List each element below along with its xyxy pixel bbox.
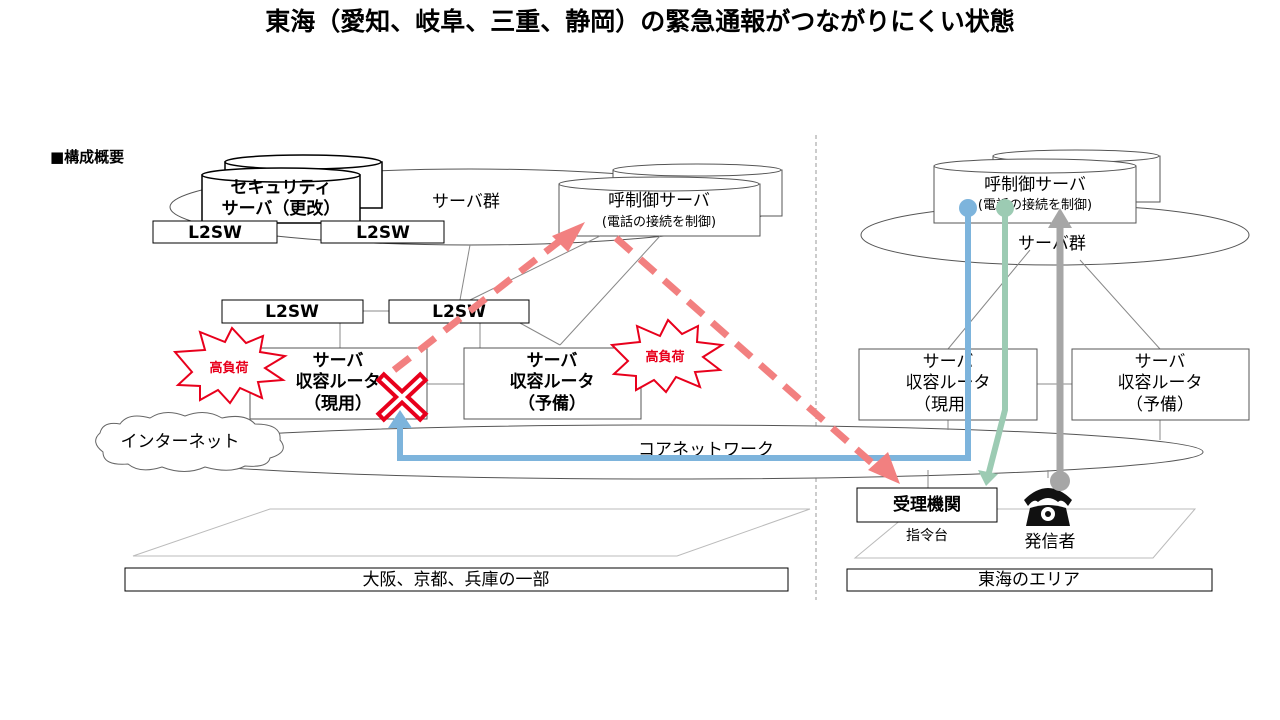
tokai-router-standby-label-2: 収容ルータ — [1118, 373, 1203, 393]
osaka-call-control-label-2: (電話の接続を制御) — [602, 214, 716, 230]
osaka-floor — [132, 508, 811, 557]
green-signal-path — [978, 199, 1014, 486]
tokai-router-active-label-2: 収容ルータ — [906, 373, 991, 393]
high-load-burst-right — [609, 318, 725, 394]
osaka-router-standby-label-2: 収容ルータ — [510, 371, 595, 392]
osaka-router-active-label-2: 収容ルータ — [296, 371, 381, 392]
l2sw-mid-left-label: L2SW — [265, 302, 319, 322]
osaka-call-control-server — [558, 163, 783, 237]
tokai-router-standby-label-3: （予備） — [1126, 395, 1194, 415]
tokai-region-box — [846, 568, 1213, 592]
internet-label: インターネット — [121, 432, 240, 452]
l2sw-top-left-box — [152, 220, 278, 244]
l2sw-mid-left-box — [221, 299, 364, 324]
osaka-server-group-label: サーバ群 — [432, 192, 500, 212]
tokai-call-control-server — [933, 149, 1161, 224]
tokai-region-label: 東海のエリア — [978, 570, 1080, 590]
failure-x-icon — [375, 371, 429, 423]
high-load-label-left: 高負荷 — [209, 360, 248, 376]
osaka-router-standby-label-1: サーバ — [527, 351, 578, 371]
page-title: 東海（愛知、岐阜、三重、静岡）の緊急通報がつながりにくい状態 — [265, 7, 1015, 36]
tokai-router-standby-box — [1071, 348, 1250, 421]
gray-signal-path — [1048, 208, 1072, 491]
osaka-region-label: 大阪、京都、兵庫の一部 — [363, 570, 550, 590]
tokai-floor — [853, 508, 1197, 559]
security-server-label-2: サーバ（更改） — [222, 198, 341, 219]
osaka-call-control-label-1: 呼制御サーバ — [608, 191, 710, 211]
l2sw-top-right-label: L2SW — [356, 223, 410, 243]
tokai-router-active-label-1: サーバ — [923, 352, 974, 372]
caller-label: 発信者 — [1025, 532, 1076, 552]
security-server-label-1: セキュリティ — [231, 178, 332, 198]
security-server — [201, 154, 383, 224]
tokai-links — [927, 249, 1161, 488]
dispatch-desk-label: 指令台 — [906, 528, 948, 544]
tokai-router-active-label-3: （現用） — [914, 395, 982, 415]
high-load-burst-left — [172, 326, 288, 405]
telephone-icon — [1024, 488, 1072, 526]
osaka-router-standby-box — [463, 347, 642, 420]
l2sw-top-left-label: L2SW — [188, 223, 242, 243]
osaka-router-active-label-3: （現用） — [304, 393, 372, 414]
receiving-agency-box — [856, 487, 998, 523]
section-label: ■構成概要 — [50, 148, 124, 166]
failure-path — [391, 222, 900, 484]
l2sw-top-right-box — [320, 220, 445, 244]
tokai-call-control-label-1: 呼制御サーバ — [984, 175, 1086, 195]
blue-signal-path — [388, 199, 977, 461]
high-load-label-right: 高負荷 — [645, 349, 684, 365]
osaka-links — [339, 235, 661, 385]
internet-cloud — [95, 412, 284, 472]
osaka-router-active-label-1: サーバ — [313, 351, 364, 371]
receiving-agency-label: 受理機関 — [893, 494, 961, 515]
osaka-router-standby-label-3: （予備） — [518, 393, 586, 414]
tokai-router-standby-label-1: サーバ — [1135, 352, 1186, 372]
tokai-server-group-label: サーバ群 — [1018, 234, 1086, 254]
osaka-region-box — [124, 567, 789, 592]
tokai-call-control-label-2: (電話の接続を制御) — [978, 197, 1092, 213]
